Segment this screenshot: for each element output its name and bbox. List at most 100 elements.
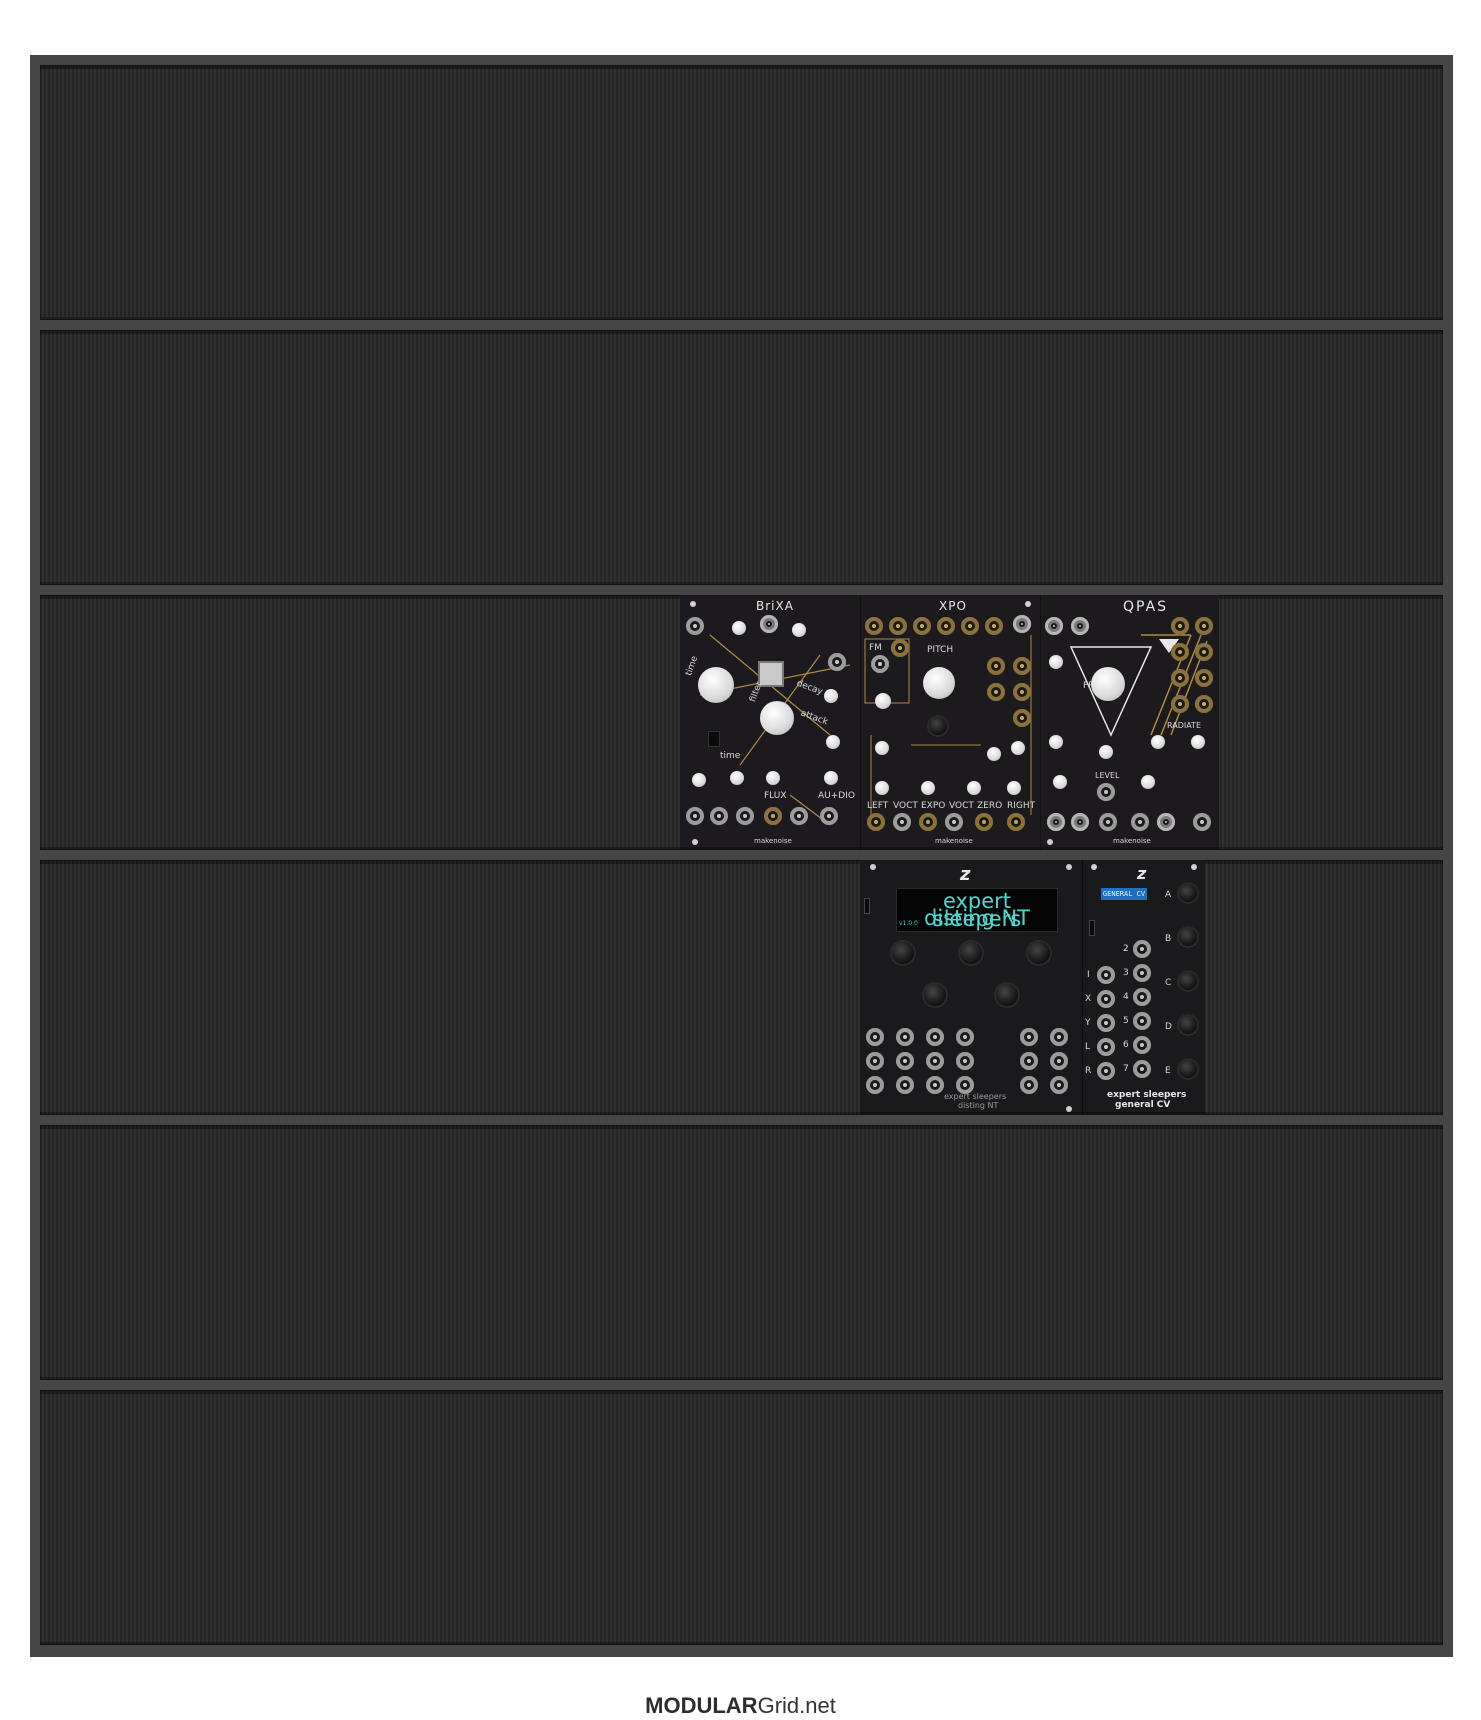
- rack-row-1[interactable]: [40, 65, 1443, 320]
- jack[interactable]: [1171, 617, 1189, 635]
- module-disting-nt[interactable]: z expert sleepers disting NT v1.0.0: [860, 860, 1082, 1115]
- output-jack[interactable]: [1050, 1028, 1068, 1046]
- wave-jack[interactable]: [889, 617, 907, 635]
- output-jack[interactable]: [1050, 1076, 1068, 1094]
- small-knob[interactable]: [1053, 775, 1067, 789]
- small-knob[interactable]: [826, 735, 840, 749]
- rack-row-6[interactable]: [40, 1390, 1443, 1645]
- small-knob[interactable]: [1049, 735, 1063, 749]
- small-knob[interactable]: [732, 621, 746, 635]
- rack-row-2[interactable]: [40, 330, 1443, 585]
- small-knob[interactable]: [1049, 655, 1063, 669]
- button[interactable]: [758, 661, 784, 687]
- small-knob[interactable]: [875, 741, 889, 755]
- jack[interactable]: [1171, 643, 1189, 661]
- knob-c[interactable]: [1179, 972, 1197, 990]
- output-jack[interactable]: [1157, 813, 1175, 831]
- small-knob[interactable]: [1011, 741, 1025, 755]
- wave-jack[interactable]: [961, 617, 979, 635]
- io-jack[interactable]: [866, 1076, 884, 1094]
- io-jack[interactable]: [926, 1028, 944, 1046]
- output-jack-3[interactable]: [1133, 964, 1151, 982]
- time-knob[interactable]: [698, 667, 734, 703]
- jack[interactable]: [1195, 695, 1213, 713]
- jack[interactable]: [1171, 669, 1189, 687]
- filter-knob[interactable]: [760, 701, 794, 735]
- pot-knob-right[interactable]: [1028, 942, 1050, 964]
- sd-card-slot[interactable]: [864, 898, 870, 914]
- output-jack[interactable]: [867, 813, 885, 831]
- audio-input-jack[interactable]: [1047, 813, 1065, 831]
- io-jack[interactable]: [866, 1052, 884, 1070]
- freq-knob[interactable]: [1091, 667, 1125, 701]
- output-jack[interactable]: [1193, 813, 1211, 831]
- input-jack[interactable]: [1045, 617, 1063, 635]
- jack[interactable]: [1013, 615, 1031, 633]
- input-jack-y[interactable]: [1097, 1014, 1115, 1032]
- output-jack-6[interactable]: [1133, 1036, 1151, 1054]
- wave-jack[interactable]: [937, 617, 955, 635]
- jack[interactable]: [1195, 617, 1213, 635]
- small-knob[interactable]: [692, 773, 706, 787]
- knob-e[interactable]: [1179, 1060, 1197, 1078]
- small-knob[interactable]: [824, 689, 838, 703]
- jack[interactable]: [987, 683, 1005, 701]
- small-knob[interactable]: [824, 771, 838, 785]
- encoder-right[interactable]: [996, 984, 1018, 1006]
- audio-jack[interactable]: [820, 807, 838, 825]
- io-jack[interactable]: [956, 1028, 974, 1046]
- input-jack[interactable]: [945, 813, 963, 831]
- wave-jack[interactable]: [985, 617, 1003, 635]
- input-jack-i[interactable]: [1097, 966, 1115, 984]
- dark-knob[interactable]: [929, 717, 947, 735]
- output-jack[interactable]: [1020, 1076, 1038, 1094]
- input-jack-x[interactable]: [1097, 990, 1115, 1008]
- wave-jack[interactable]: [913, 617, 931, 635]
- jack[interactable]: [828, 653, 846, 671]
- output-jack-7[interactable]: [1133, 1060, 1151, 1078]
- output-jack[interactable]: [1007, 813, 1025, 831]
- input-jack[interactable]: [760, 615, 778, 633]
- rack-row-4[interactable]: z expert sleepers disting NT v1.0.0: [40, 860, 1443, 1115]
- small-knob[interactable]: [967, 781, 981, 795]
- jack[interactable]: [1099, 813, 1117, 831]
- fm-jack[interactable]: [871, 655, 889, 673]
- io-jack[interactable]: [896, 1076, 914, 1094]
- pot-knob-center[interactable]: [960, 942, 982, 964]
- module-xpo[interactable]: XPO FM PITCH: [860, 595, 1041, 850]
- io-jack[interactable]: [956, 1076, 974, 1094]
- knob-b[interactable]: [1179, 928, 1197, 946]
- small-knob[interactable]: [792, 623, 806, 637]
- io-jack[interactable]: [896, 1028, 914, 1046]
- encoder-left[interactable]: [924, 984, 946, 1006]
- jack[interactable]: [1195, 669, 1213, 687]
- input-jack[interactable]: [919, 813, 937, 831]
- input-jack[interactable]: [686, 617, 704, 635]
- small-knob[interactable]: [987, 747, 1001, 761]
- rack-row-5[interactable]: [40, 1125, 1443, 1380]
- input-jack[interactable]: [975, 813, 993, 831]
- jack[interactable]: [891, 639, 909, 657]
- jack[interactable]: [1013, 657, 1031, 675]
- small-knob[interactable]: [1099, 745, 1113, 759]
- knob-d[interactable]: [1179, 1016, 1197, 1034]
- level-jack[interactable]: [1097, 783, 1115, 801]
- output-jack-5[interactable]: [1133, 1012, 1151, 1030]
- wave-jack[interactable]: [865, 617, 883, 635]
- io-jack[interactable]: [926, 1076, 944, 1094]
- pitch-knob[interactable]: [923, 667, 955, 699]
- output-jack[interactable]: [1020, 1052, 1038, 1070]
- pot-knob-left[interactable]: [892, 942, 914, 964]
- jack[interactable]: [1131, 813, 1149, 831]
- output-jack[interactable]: [790, 807, 808, 825]
- audio-input-jack[interactable]: [1071, 813, 1089, 831]
- small-knob[interactable]: [1151, 735, 1165, 749]
- jack[interactable]: [1013, 683, 1031, 701]
- module-general-cv[interactable]: z GENERAL CV A B C D E I X Y L R 2 3: [1082, 860, 1205, 1115]
- io-jack[interactable]: [896, 1052, 914, 1070]
- output-jack-4[interactable]: [1133, 988, 1151, 1006]
- small-knob[interactable]: [921, 781, 935, 795]
- output-jack[interactable]: [736, 807, 754, 825]
- knob-a[interactable]: [1179, 884, 1197, 902]
- io-jack[interactable]: [866, 1028, 884, 1046]
